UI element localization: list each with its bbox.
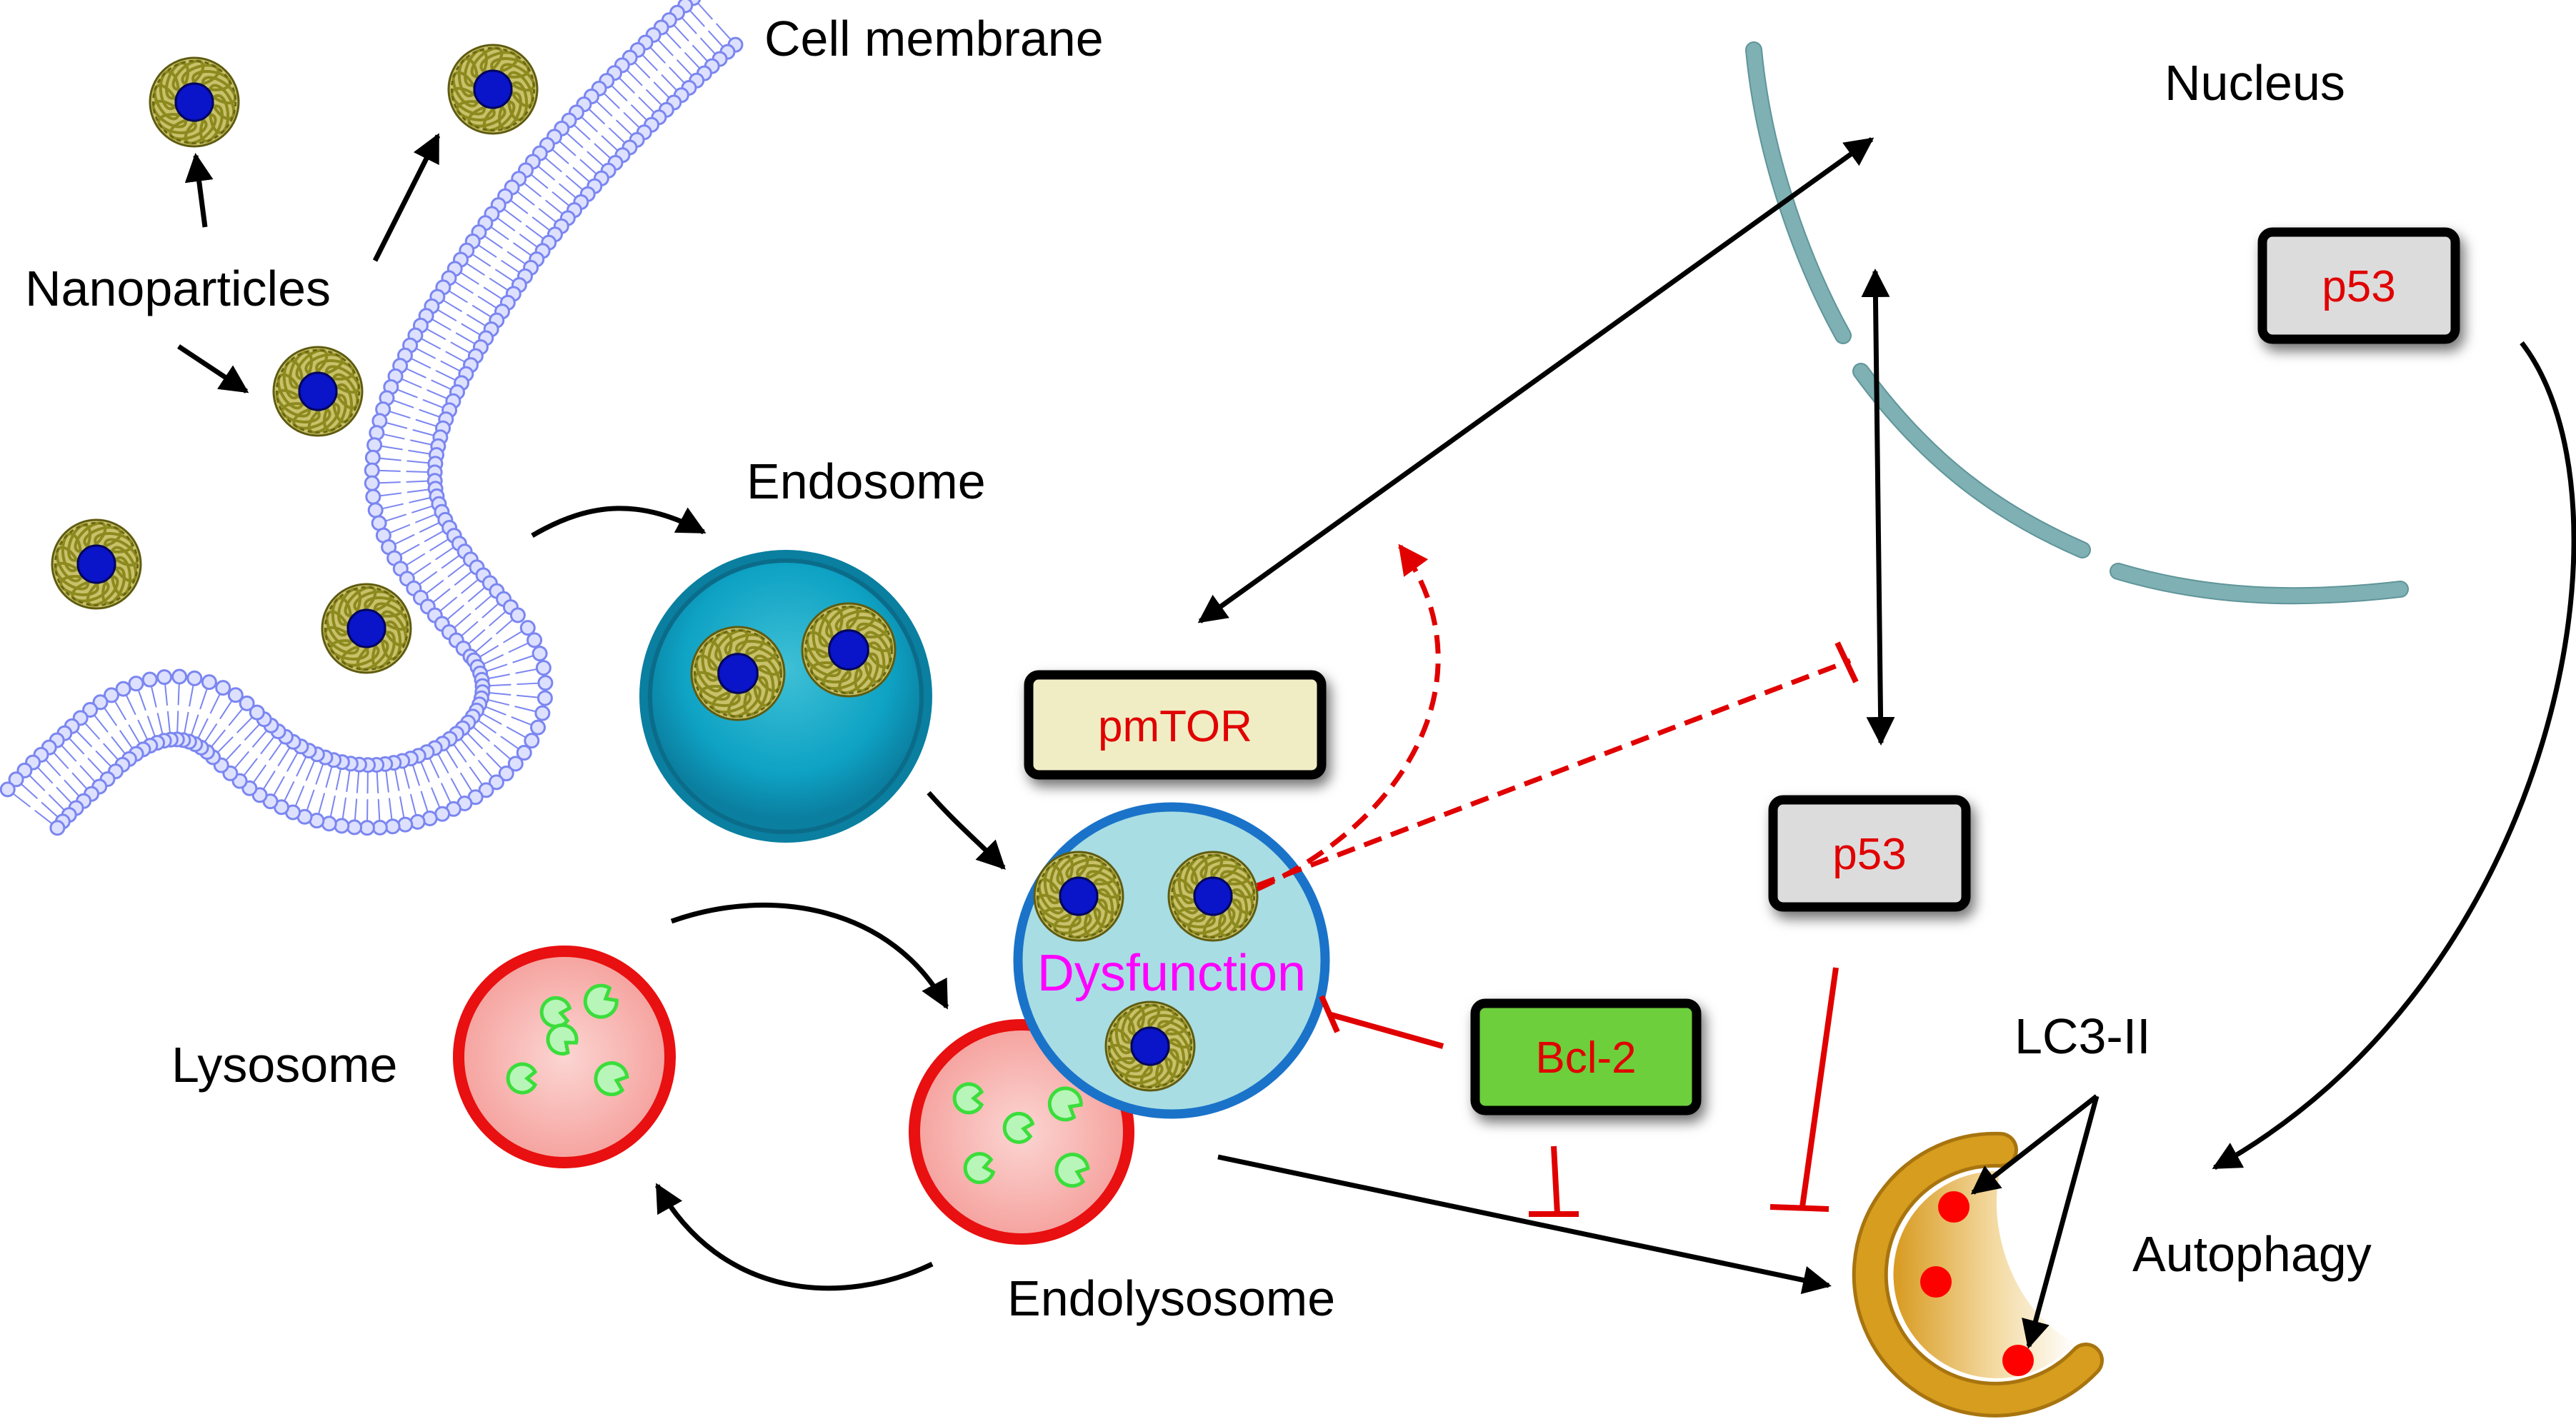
nanoparticle-icon (690, 626, 786, 721)
endosome-label: Endosome (747, 453, 986, 509)
inhibit-p53-autophagy (1799, 967, 1839, 1208)
nanoparticle-icon (447, 44, 539, 135)
arrow-to-nanoparticle-top (184, 153, 214, 228)
lysosomal-enzyme-icon (963, 1152, 996, 1185)
lysosome (453, 946, 676, 1168)
pmtor-box (1024, 670, 1327, 780)
endolysosome-label: Endolysosome (1007, 1270, 1335, 1326)
red-dashed-effects (1256, 543, 1852, 892)
nanoparticle-icon (51, 518, 142, 610)
arrow-nucleus-pmtor (1197, 137, 1874, 623)
dashed-inhibit-to-p53 (1256, 658, 1852, 888)
arrow-lc3-to-dot-bottom (2022, 1095, 2100, 1349)
lc3-label: LC3-II (2015, 1008, 2151, 1064)
arrow-lysosome-to-endolysosome (670, 903, 949, 1010)
inhibit-bar-dysfunction (1319, 995, 1340, 1033)
nanoparticles-label: Nanoparticles (25, 261, 331, 316)
lysosomal-enzyme-icon (1054, 1153, 1090, 1188)
p53-label-nucleus: p53 (2322, 262, 2395, 311)
cell-membrane (0, 0, 744, 836)
arrow-to-nanoparticle-right (372, 133, 441, 262)
lysosomal-enzyme-icon (1047, 1086, 1083, 1122)
cell-membrane-label: Cell membrane (764, 11, 1104, 66)
lysosomal-enzyme-icon (952, 1082, 984, 1115)
lysosomal-enzyme-icon (506, 1062, 538, 1095)
bcl2-box (1470, 998, 1702, 1115)
lc3-markers (1920, 1191, 2034, 1376)
red-inhibition (1319, 641, 1859, 1217)
lysosomal-enzyme-icon (583, 983, 619, 1019)
p53-label-middle: p53 (1832, 830, 1906, 879)
endosome (639, 550, 932, 843)
p53-box-middle (1768, 795, 1971, 912)
arrow-to-nanoparticle-mid (177, 344, 249, 393)
pmtor-label: pmTOR (1098, 702, 1252, 751)
nanoparticle-icon (1033, 851, 1124, 942)
arrow-lc3-to-dot-top (1970, 1094, 2099, 1195)
black-arrows (177, 133, 2576, 1349)
arrow-endosome-to-dysfunction (927, 791, 1006, 870)
lysosomal-enzyme-icon (594, 1061, 629, 1097)
nanoparticle-icon (1104, 1001, 1196, 1092)
p53-box-nucleus (2257, 227, 2460, 344)
lysosomal-enzyme-icon (1002, 1111, 1035, 1144)
nucleus-label: Nucleus (2165, 55, 2345, 111)
nanoparticle-icon (321, 583, 412, 674)
bcl2-label: Bcl-2 (1535, 1033, 1636, 1083)
lc3-dot (2002, 1345, 2034, 1376)
arrow-membrane-to-endosome (531, 506, 707, 538)
arrow-p53-to-autophagy (2212, 341, 2576, 1170)
lysosome-label: Lysosome (171, 1037, 397, 1093)
nanoparticle-icon (1167, 851, 1259, 942)
inhibit-bar-p53 (1769, 1204, 1829, 1212)
lysosomal-enzyme-group (506, 983, 1090, 1188)
arrow-nucleus-p53 (1861, 269, 1895, 746)
nanoparticle-icon (801, 602, 897, 698)
nanoparticle-group (51, 44, 1259, 1092)
dashed-arrow-to-pmtor-release (1256, 543, 1441, 892)
inhibit-bar-p53-dashed (1834, 641, 1859, 683)
arrow-endolysosome-to-autophagy (1217, 1154, 1832, 1295)
nanoparticle-icon (272, 346, 364, 437)
lysosomal-enzyme-icon (546, 1023, 579, 1056)
inhibit-bcl2-dysfunction (1327, 1011, 1444, 1049)
dysfunction-label: Dysfunction (1037, 945, 1306, 1002)
inhibit-bcl2-endolysosome (1551, 1145, 1560, 1215)
nanoparticle-icon (149, 56, 240, 148)
lc3-dot (1938, 1191, 1970, 1223)
arrow-endolysosome-to-lysosome (654, 1183, 934, 1291)
lc3-dot (1920, 1266, 1952, 1298)
autophagy-label: Autophagy (2132, 1226, 2372, 1282)
